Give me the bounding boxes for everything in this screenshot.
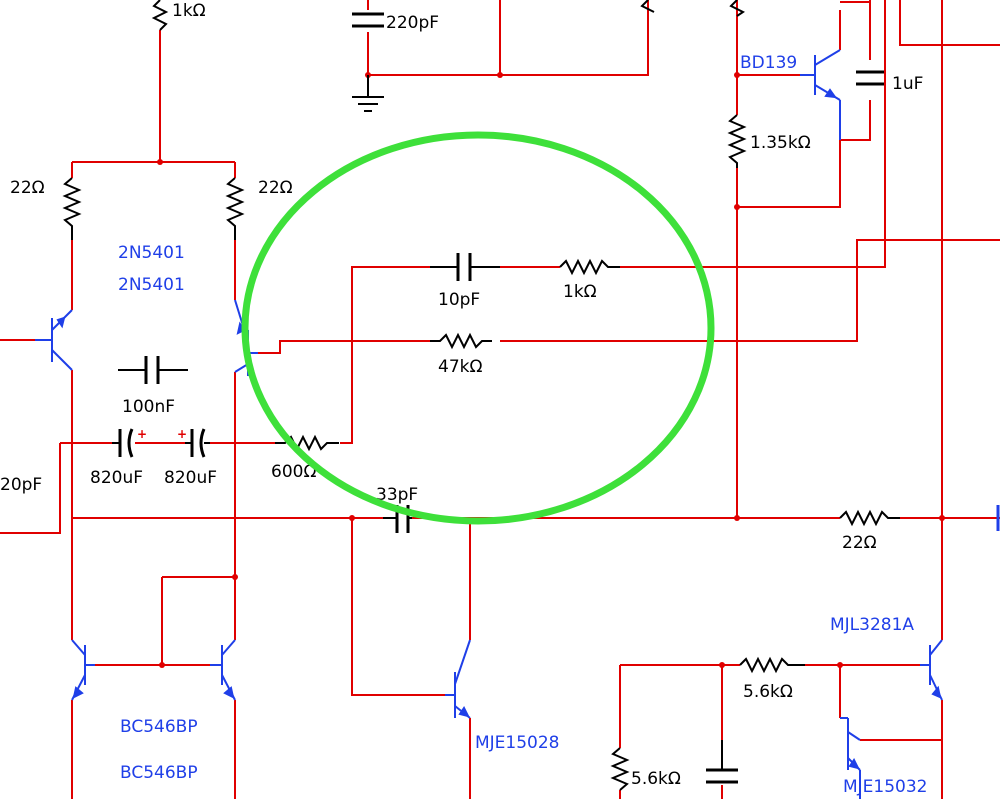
- label-r-600: 600Ω: [271, 462, 316, 482]
- capacitors: [112, 12, 884, 784]
- resistor-1k-feedback: [559, 258, 620, 276]
- capacitor-100nf: [118, 356, 188, 384]
- label-c-820uf-b: 820uF: [164, 468, 217, 488]
- capacitor-820uf-a: [112, 428, 134, 458]
- transistor-mjl3281a: [920, 639, 943, 701]
- label-r-1-35k: 1.35kΩ: [750, 133, 811, 153]
- label-r-5-6k-b: 5.6kΩ: [631, 769, 681, 789]
- resistor-22-output: [839, 509, 900, 527]
- transistor-mje15032: [840, 717, 861, 799]
- resistor-5-6k-vertical: [610, 747, 630, 791]
- label-r-22-left: 22Ω: [10, 178, 45, 198]
- transistors: [35, 49, 1000, 799]
- label-r-1k-feedback: 1kΩ: [563, 282, 597, 302]
- label-r-22-output: 22Ω: [842, 533, 877, 553]
- capacitor-820uf-b: [185, 428, 210, 458]
- resistor-22-left: [62, 177, 82, 240]
- label-r-top-1k: 1kΩ: [172, 1, 206, 21]
- label-c-820uf-a: 820uF: [90, 468, 143, 488]
- label-q-mje15028: MJE15028: [475, 733, 560, 753]
- label-r-47k: 47kΩ: [438, 357, 482, 377]
- capacitor-bottom: [706, 740, 738, 784]
- label-c-220pf: 220pF: [386, 13, 439, 33]
- transistor-2n5401-left: [35, 309, 73, 371]
- transistor-mje15028: [445, 639, 471, 719]
- label-q-mje15032: MJE15032: [843, 777, 928, 797]
- label-q-2n5401-b: 2N5401: [118, 275, 185, 295]
- capacitor-10pf: [430, 253, 500, 281]
- label-r-5-6k-a: 5.6kΩ: [743, 682, 793, 702]
- capacitor-1uf: [856, 70, 884, 86]
- resistors: [62, 0, 900, 791]
- label-q-bc546bp-a: BC546BP: [120, 717, 198, 737]
- label-q-bd139: BD139: [740, 53, 797, 73]
- resistor-47k: [430, 332, 492, 350]
- ground-symbol: [352, 75, 384, 112]
- label-c-10pf: 10pF: [438, 290, 480, 310]
- polarity-mark-a: +: [137, 427, 147, 441]
- label-c-20pf: 20pF: [0, 475, 42, 495]
- label-r-22-right: 22Ω: [258, 178, 293, 198]
- transistor-bc546bp-right: [210, 639, 236, 701]
- resistor-top-1k: [151, 0, 169, 31]
- capacitor-220pf: [352, 12, 384, 28]
- highlight-ellipse: [241, 131, 715, 525]
- resistor-5-6k-horizontal: [739, 656, 805, 674]
- junction-dots: [157, 72, 945, 668]
- label-c-33pf: 33pF: [376, 485, 418, 505]
- resistor-1-35k: [727, 114, 747, 168]
- label-q-2n5401-a: 2N5401: [118, 243, 185, 263]
- labels: 1kΩ 220pF 22Ω 22Ω 2N5401 2N5401 100nF 82…: [0, 1, 928, 797]
- label-c-100nf: 100nF: [122, 397, 175, 417]
- label-q-bc546bp-b: BC546BP: [120, 763, 198, 783]
- label-c-1uf: 1uF: [892, 74, 923, 94]
- resistor-22-right: [225, 177, 245, 240]
- transistor-bd139: [800, 49, 841, 140]
- transistor-bc546bp-left: [71, 639, 95, 701]
- polarity-mark-b: +: [177, 427, 187, 441]
- label-q-mjl3281a: MJL3281A: [830, 615, 914, 635]
